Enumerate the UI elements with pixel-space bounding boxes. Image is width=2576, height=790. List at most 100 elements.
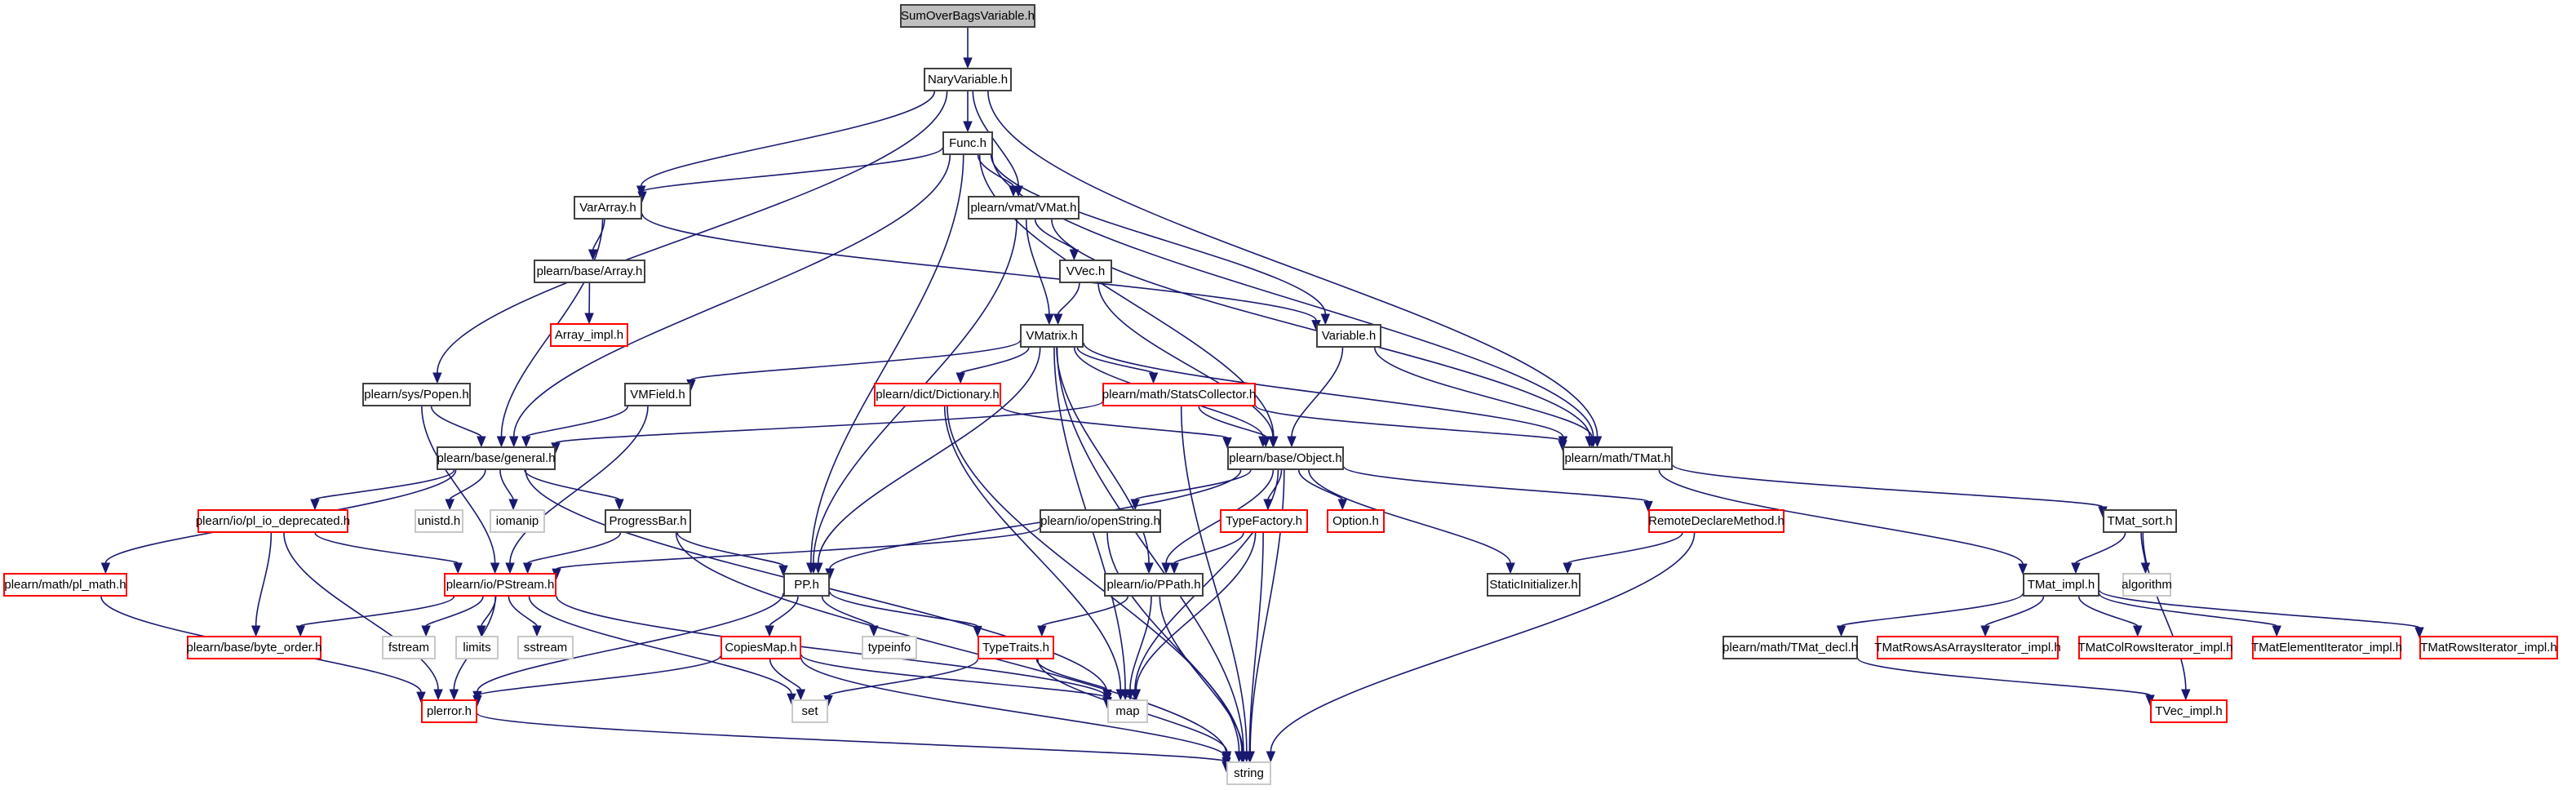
arrowhead-icon — [1144, 562, 1154, 575]
graph-node-array[interactable]: plearn/base/Array.h — [534, 260, 645, 283]
arrowhead-icon — [453, 562, 463, 575]
arrowhead-icon — [251, 625, 261, 637]
edge-PStream-to-fstream — [425, 596, 484, 627]
node-label: RemoteDeclareMethod.h — [1648, 514, 1785, 528]
edge-TypeFactory-to-string — [1248, 532, 1264, 752]
graph-node-remotedeclaremethod[interactable]: RemoteDeclareMethod.h — [1648, 509, 1785, 533]
graph-node-byte-order[interactable]: plearn/base/byte_order.h — [187, 636, 321, 659]
edge-VMField-to-PStream — [509, 406, 649, 564]
graph-node-tmatcolrowsiterator[interactable]: TMatColRowsIterator_impl.h — [2077, 636, 2233, 659]
edge-Func-to-general — [512, 154, 951, 437]
edge-VMatrix-to-Dictionary — [960, 347, 1030, 374]
node-label: Func.h — [949, 136, 987, 150]
edge-RemoteDeclareMethod-to-StaticInitializer — [1567, 532, 1683, 564]
arrowhead-icon — [963, 57, 973, 69]
arrowhead-icon — [1586, 436, 1597, 448]
arrowhead-icon — [1053, 313, 1063, 326]
graph-node-pl-io-deprecated[interactable]: plearn/io/pl_io_deprecated.h — [196, 509, 350, 533]
node-label: plearn/base/general.h — [437, 451, 556, 465]
edge-VVec-to-VMatrix — [1057, 282, 1080, 315]
graph-node-openstring[interactable]: plearn/io/openString.h — [1040, 509, 1161, 533]
edge-CopiesMap-to-map — [800, 654, 1108, 699]
arrowhead-icon — [1643, 500, 1653, 513]
edge-StatsCollector-to-Object — [1198, 406, 1267, 437]
node-label: TypeTraits.h — [982, 641, 1049, 655]
graph-node-vararray[interactable]: VarArray.h — [574, 196, 642, 220]
graph-node-staticinitializer[interactable]: StaticInitializer.h — [1487, 573, 1581, 597]
graph-node-pstream[interactable]: plearn/io/PStream.h — [444, 573, 556, 597]
arrowhead-icon — [2133, 625, 2143, 637]
arrowhead-icon — [1320, 313, 1331, 326]
graph-node-tmat[interactable]: plearn/math/TMat.h — [1563, 446, 1673, 470]
node-label: plearn/io/PPath.h — [1106, 578, 1201, 592]
node-label: TMatRowsAsArraysIterator_impl.h — [1874, 641, 2061, 655]
graph-node-tmatrowsasarraysiterator[interactable]: TMatRowsAsArraysIterator_impl.h — [1874, 636, 2061, 659]
node-label: TMat_sort.h — [2107, 514, 2173, 528]
graph-node-vmfield[interactable]: VMField.h — [624, 383, 691, 406]
graph-node-typetraits[interactable]: TypeTraits.h — [978, 636, 1054, 659]
arrowhead-icon — [432, 372, 442, 384]
edge-NaryVariable-to-VarArray — [640, 91, 936, 187]
node-label: Option.h — [1332, 514, 1379, 528]
arrowhead-icon — [1222, 437, 1232, 449]
edge-TMat-to-TMat_sort — [1672, 464, 2104, 508]
graph-node-copiesmap[interactable]: CopiesMap.h — [720, 636, 801, 659]
graph-node-array-impl[interactable]: Array_impl.h — [550, 323, 628, 347]
edge-Func-to-VMat — [977, 154, 1014, 187]
arrowhead-icon — [765, 625, 774, 637]
node-label: VMatrix.h — [1026, 329, 1078, 343]
edge-NaryVariable-to-Popen — [437, 91, 948, 374]
edge-VMatrix-to-VMField — [690, 340, 1021, 381]
graph-node-tmat-sort[interactable]: TMat_sort.h — [2103, 509, 2177, 533]
graph-node-progressbar[interactable]: ProgressBar.h — [605, 509, 691, 533]
arrowhead-icon — [449, 689, 459, 701]
graph-node-tmatelementiterator[interactable]: TMatElementIterator_impl.h — [2251, 636, 2402, 659]
edge-Object-to-map — [1134, 469, 1279, 690]
node-label: StaticInitializer.h — [1489, 578, 1578, 592]
graph-node-tvec-impl[interactable]: TVec_impl.h — [2150, 699, 2228, 723]
graph-node-option[interactable]: Option.h — [1327, 509, 1385, 533]
node-label: typeinfo — [867, 641, 911, 655]
node-label: plearn/dict/Dictionary.h — [876, 388, 1000, 402]
graph-node-sumoverbagsvariable: SumOverBagsVariable.h — [900, 4, 1035, 28]
edge-PPath-to-map — [1129, 596, 1152, 690]
graph-node-tmatrowsiterator[interactable]: TMatRowsIterator_impl.h — [2419, 636, 2558, 659]
graph-node-vmat[interactable]: plearn/vmat/VMat.h — [968, 196, 1080, 220]
graph-node-pl-math[interactable]: plearn/math/pl_math.h — [3, 573, 127, 597]
edge-VMatrix-to-TMat — [1083, 342, 1564, 437]
edge-Dictionary-to-map — [943, 406, 1122, 690]
edge-StatsCollector-to-string — [1180, 406, 1248, 752]
graph-node-variable[interactable]: Variable.h — [1316, 324, 1381, 348]
graph-node-vvec[interactable]: VVec.h — [1059, 260, 1112, 283]
edge-PStream-to-byte_order — [299, 596, 455, 627]
edge-PP-to-typeinfo — [821, 596, 875, 627]
graph-node-popen[interactable]: plearn/sys/Popen.h — [362, 383, 471, 406]
graph-node-typefactory[interactable]: TypeFactory.h — [1220, 509, 1308, 533]
edge-Variable-to-TMat — [1374, 347, 1593, 437]
graph-node-pp[interactable]: PP.h — [783, 573, 830, 597]
edge-StatsCollector-to-general — [555, 401, 1103, 444]
graph-node-statscollector[interactable]: plearn/math/StatsCollector.h — [1102, 383, 1256, 406]
graph-node-vmatrix[interactable]: VMatrix.h — [1020, 324, 1084, 348]
node-label: plearn/base/byte_order.h — [186, 641, 322, 655]
graph-node-tmat-decl[interactable]: plearn/math/TMat_decl.h — [1723, 636, 1858, 659]
graph-node-typeinfo: typeinfo — [862, 636, 917, 659]
graph-node-naryvariable[interactable]: NaryVariable.h — [924, 68, 1012, 91]
edge-Func-to-VarArray — [641, 147, 943, 193]
arrowhead-icon — [955, 372, 965, 384]
node-label: SumOverBagsVariable.h — [901, 9, 1035, 23]
graph-node-tmat-impl[interactable]: TMat_impl.h — [2023, 573, 2099, 597]
edge-Object-to-openString — [1134, 469, 1252, 500]
graph-node-plerror[interactable]: plerror.h — [421, 699, 477, 723]
graph-node-ppath[interactable]: plearn/io/PPath.h — [1104, 573, 1204, 597]
graph-node-dictionary[interactable]: plearn/dict/Dictionary.h — [874, 383, 1001, 406]
node-label: iomanip — [495, 514, 539, 528]
graph-node-general[interactable]: plearn/base/general.h — [437, 446, 556, 470]
node-label: plearn/base/Object.h — [1229, 451, 1342, 465]
edge-ProgressBar-to-string — [675, 532, 1227, 754]
graph-node-object[interactable]: plearn/base/Object.h — [1227, 446, 1344, 470]
node-label: map — [1115, 704, 1140, 718]
edge-ProgressBar-to-PP — [676, 532, 784, 566]
graph-node-func[interactable]: Func.h — [942, 131, 993, 155]
